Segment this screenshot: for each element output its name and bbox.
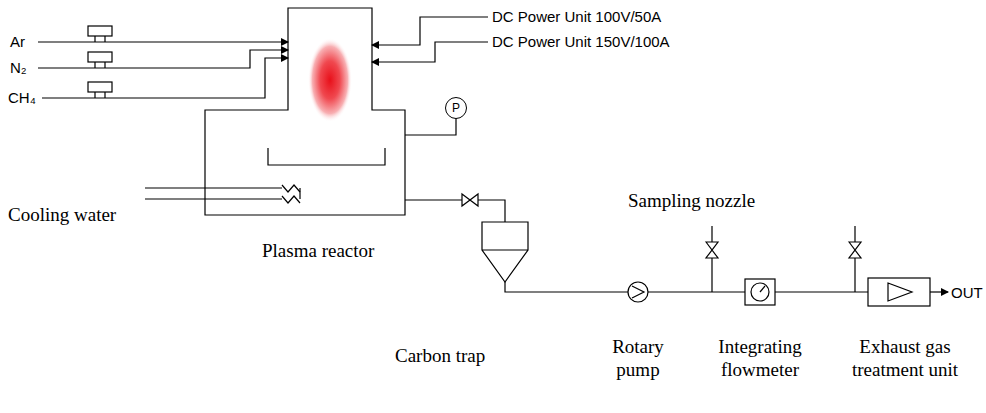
- power-label: DC Power Unit 100V/50A: [492, 8, 661, 26]
- valve-symbol: [706, 242, 718, 258]
- part-label: Sampling nozzle: [628, 190, 755, 213]
- cooling-coil: [282, 185, 300, 203]
- part-label: Carbon trap: [395, 345, 485, 368]
- gas-label: Ar: [10, 33, 25, 51]
- part-label: Integrating flowmeter: [704, 336, 816, 382]
- gauge-letter: P: [452, 102, 460, 114]
- reactor-vessel: [205, 8, 405, 215]
- pressure-gauge: P: [445, 97, 467, 119]
- valve-symbol: [849, 242, 861, 258]
- part-label: Plasma reactor: [262, 240, 374, 263]
- sample-tray: [268, 148, 385, 165]
- part-label: Rotary pump: [600, 336, 676, 382]
- plasma-glow: [308, 38, 352, 122]
- part-label: Cooling water: [8, 204, 116, 227]
- carbon-trap: [482, 222, 528, 282]
- power-label: DC Power Unit 150V/100A: [492, 33, 670, 51]
- flowmeter-symbol: [745, 279, 775, 305]
- valve-symbol: [462, 194, 478, 206]
- outlet-label: OUT: [951, 284, 983, 302]
- gas-label: N₂: [10, 59, 27, 77]
- gas-label: CH₄: [8, 89, 36, 107]
- part-label: Exhaust gas treatment unit: [838, 336, 972, 382]
- exhaust-unit: [868, 278, 930, 306]
- pump-symbol: [628, 282, 648, 302]
